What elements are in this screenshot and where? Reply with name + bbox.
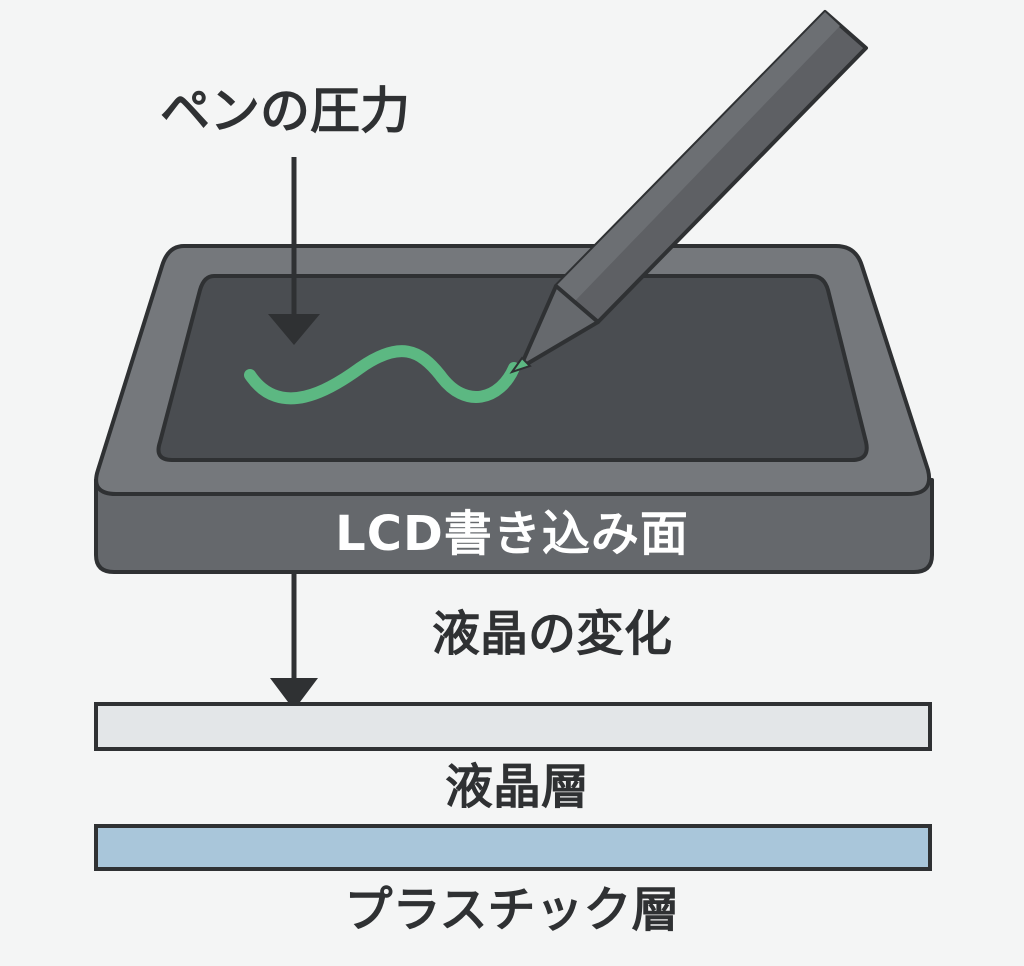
plastic-layer-bar [94,824,932,871]
change-arrow-icon [270,572,318,710]
writing-surface-label: LCD書き込み面 [335,506,689,562]
pen-pressure-label: ペンの圧力 [160,82,410,140]
liquid-crystal-layer-bar [94,702,932,751]
pen-icon [509,10,868,374]
liquid-crystal-change-label: 液晶の変化 [431,606,672,662]
pen-highlight [556,12,840,302]
plastic-layer-label: プラスチック層 [344,882,680,938]
ink-trace [244,345,520,405]
tablet-front-edge [94,478,934,574]
pen-nib [509,356,532,374]
pressure-arrow-icon [268,157,320,345]
liquid-crystal-layer-label: 液晶層 [444,759,589,815]
pen-tip [518,284,600,370]
